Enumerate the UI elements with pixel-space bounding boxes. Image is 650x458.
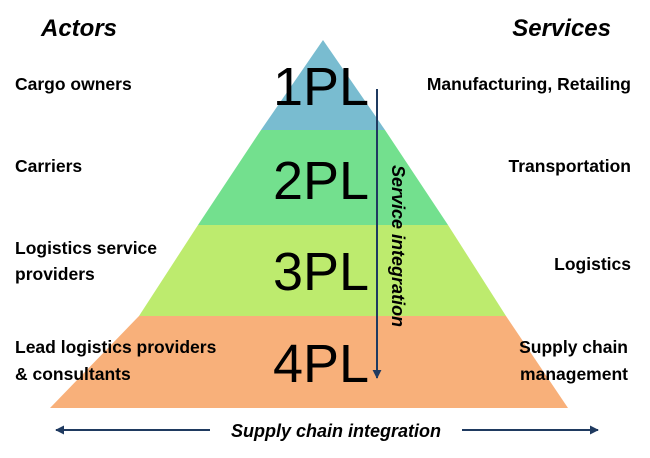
service-integration-label: Service integration — [388, 165, 408, 327]
tier-1pl-label: 1PL — [273, 57, 369, 117]
actor-logistics-service-providers-line1: Logistics service — [15, 238, 157, 258]
service-logistics: Logistics — [554, 254, 631, 274]
actors-heading: Actors — [40, 15, 117, 42]
service-transportation: Transportation — [508, 156, 631, 176]
tier-1pl-band — [261, 40, 385, 130]
tier-4pl-label: 4PL — [273, 334, 369, 394]
services-heading: Services — [512, 15, 611, 42]
actor-cargo-owners: Cargo owners — [15, 74, 132, 94]
actor-lead-logistics-providers-line2: & consultants — [15, 364, 131, 384]
tier-3pl-label: 3PL — [273, 242, 369, 302]
service-supply-chain-management-line1: Supply chain — [519, 337, 628, 357]
actor-logistics-service-providers-line2: providers — [15, 264, 95, 284]
tier-3pl-band — [139, 225, 506, 316]
tier-4pl-band — [50, 316, 568, 408]
tier-2pl-label: 2PL — [273, 151, 369, 211]
tier-2pl-band — [198, 130, 448, 225]
service-supply-chain-management-line2: management — [520, 364, 628, 384]
service-manufacturing-retailing: Manufacturing, Retailing — [427, 74, 631, 94]
supply-chain-integration-label: Supply chain integration — [231, 421, 441, 441]
actor-carriers: Carriers — [15, 156, 82, 176]
actor-lead-logistics-providers-line1: Lead logistics providers — [15, 337, 217, 357]
